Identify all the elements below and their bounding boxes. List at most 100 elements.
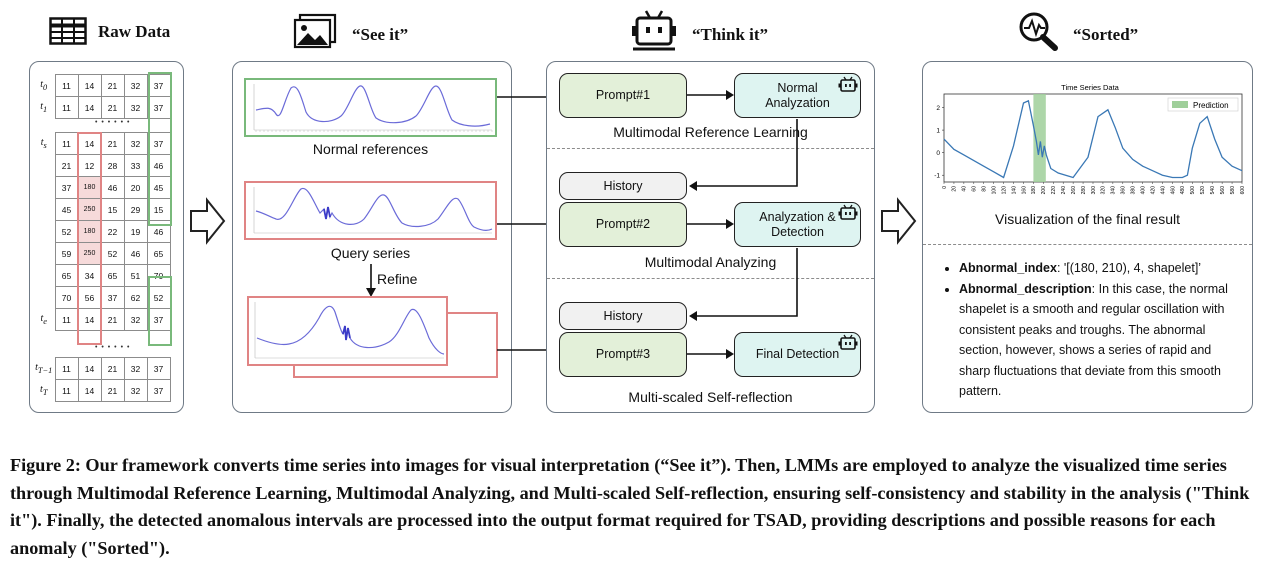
section-multi-scaled-self-reflection: Multi-scaled Self-reflection bbox=[628, 389, 793, 405]
magnifier-pulse-icon bbox=[1019, 12, 1058, 51]
x-tick-label: 520 bbox=[1200, 186, 1206, 195]
raw-data-table-bottom: tT−1 11 14 21 32 37 tT 11 14 21 32 37 bbox=[33, 357, 171, 402]
robot-icon bbox=[838, 204, 858, 220]
normal-references-label: Normal references bbox=[312, 141, 429, 157]
table-cell: 45 bbox=[54, 198, 79, 221]
raw-data-header: Raw Data bbox=[98, 22, 171, 41]
abnormal-description-value: : In this case, the normal shapelet is a… bbox=[959, 281, 1228, 399]
table-cell: 20 bbox=[123, 176, 148, 199]
table-cell: 19 bbox=[123, 220, 148, 243]
table-cell: 11 bbox=[54, 74, 79, 97]
table-cell: 21 bbox=[100, 74, 125, 97]
table-cell: 14 bbox=[77, 379, 102, 402]
table-cell: 37 bbox=[100, 286, 125, 309]
row-label: ts bbox=[40, 137, 47, 150]
x-tick-label: 480 bbox=[1180, 186, 1186, 195]
refine-arrow bbox=[366, 264, 376, 297]
time-series-line bbox=[943, 99, 1243, 179]
y-tick-label: 1 bbox=[936, 128, 940, 135]
y-tick-label: -1 bbox=[934, 173, 940, 180]
table-cell: 14 bbox=[77, 357, 102, 380]
table-row: t1 11 14 21 32 37 bbox=[33, 96, 171, 119]
section-divider bbox=[547, 148, 874, 149]
x-tick-label: 380 bbox=[1131, 186, 1137, 195]
x-tick-label: 420 bbox=[1150, 186, 1156, 195]
images-icon bbox=[293, 13, 337, 49]
row-label: t0 bbox=[40, 79, 48, 92]
abnormal-description-item: Abnormal_description: In this case, the … bbox=[959, 279, 1243, 402]
table-cell: 250 bbox=[77, 198, 102, 221]
table-cell: 37 bbox=[54, 176, 79, 199]
row-label bbox=[33, 287, 55, 309]
table-cell: 65 bbox=[54, 264, 79, 287]
row-label bbox=[33, 265, 55, 287]
sorted-header: “Sorted” bbox=[1073, 25, 1139, 44]
section-multimodal-reference-learning: Multimodal Reference Learning bbox=[613, 124, 808, 140]
table-cell: 11 bbox=[54, 132, 79, 155]
abnormal-description-key: Abnormal_description bbox=[959, 281, 1092, 296]
think-it-header: “Think it” bbox=[692, 25, 769, 44]
x-tick-label: 240 bbox=[1061, 186, 1067, 195]
table-cell: 59 bbox=[54, 242, 79, 265]
row-label bbox=[33, 177, 55, 199]
table-cell: 37 bbox=[146, 308, 171, 331]
green-column-highlight bbox=[148, 276, 172, 346]
table-cell: 21 bbox=[100, 357, 125, 380]
table-row: t0 11 14 21 32 37 bbox=[33, 74, 171, 97]
query-series-label: Query series bbox=[330, 245, 411, 261]
x-tick-label: 500 bbox=[1190, 186, 1196, 195]
chart-title: Time Series Data bbox=[1061, 83, 1119, 92]
hollow-arrow bbox=[190, 197, 226, 245]
prediction-highlight bbox=[1033, 94, 1046, 182]
x-tick-label: 40 bbox=[962, 186, 968, 192]
table-cell: 37 bbox=[146, 357, 171, 380]
query-series-plot bbox=[244, 181, 497, 240]
table-cell: 51 bbox=[123, 264, 148, 287]
table-cell: 32 bbox=[123, 74, 148, 97]
green-column-highlight bbox=[148, 72, 172, 226]
row-label: te bbox=[40, 313, 47, 326]
table-cell: 11 bbox=[54, 357, 79, 380]
table-cell: 32 bbox=[123, 132, 148, 155]
row-label bbox=[33, 199, 55, 221]
table-cell: 21 bbox=[100, 308, 125, 331]
x-tick-label: 0 bbox=[942, 186, 948, 189]
final-detection-box: Final Detection bbox=[734, 332, 861, 377]
x-tick-label: 400 bbox=[1140, 186, 1146, 195]
hollow-arrow bbox=[881, 197, 917, 245]
table-cell: 11 bbox=[54, 308, 79, 331]
table-cell: 11 bbox=[54, 96, 79, 119]
table-cell: 37 bbox=[146, 96, 171, 119]
table-cell: 21 bbox=[100, 96, 125, 119]
red-column-highlight bbox=[77, 132, 102, 345]
row-label: t1 bbox=[40, 101, 48, 114]
ellipsis: • • • • • • bbox=[95, 344, 131, 351]
row-label bbox=[33, 155, 55, 177]
table-cell: 33 bbox=[123, 154, 148, 177]
legend-swatch bbox=[1172, 101, 1188, 108]
table-cell: 70 bbox=[54, 286, 79, 309]
normal-reference-plot bbox=[244, 78, 497, 137]
x-tick-label: 260 bbox=[1071, 186, 1077, 195]
x-tick-label: 360 bbox=[1121, 186, 1127, 195]
section-multimodal-analyzing: Multimodal Analyzing bbox=[644, 254, 777, 270]
x-tick-label: 280 bbox=[1081, 186, 1087, 195]
table-cell: 52 bbox=[100, 242, 125, 265]
x-tick-label: 340 bbox=[1111, 186, 1117, 195]
table-cell: 14 bbox=[77, 96, 102, 119]
prompt-1-box: Prompt#1 bbox=[559, 73, 687, 118]
table-cell: 37 bbox=[146, 379, 171, 402]
table-cell: 15 bbox=[100, 198, 125, 221]
table-cell: 11 bbox=[54, 379, 79, 402]
x-tick-label: 600 bbox=[1240, 186, 1246, 195]
x-tick-label: 320 bbox=[1101, 186, 1107, 195]
row-label: tT−1 bbox=[35, 362, 53, 375]
abnormal-index-item: Abnormal_index: '[(180, 210), 4, shapele… bbox=[959, 258, 1243, 279]
table-icon bbox=[49, 17, 87, 45]
table-cell: 14 bbox=[77, 74, 102, 97]
table-cell: 32 bbox=[123, 357, 148, 380]
